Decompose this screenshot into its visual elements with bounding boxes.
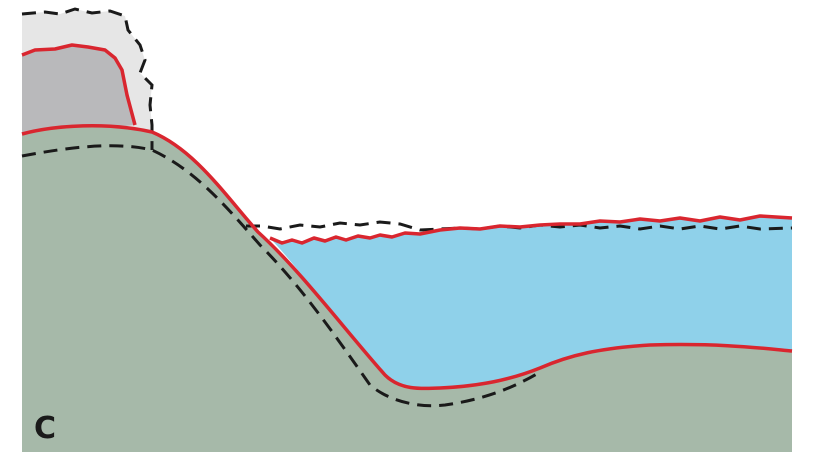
former-land-surface-outline xyxy=(21,144,541,408)
lake-water-fill xyxy=(270,216,792,389)
land-surface-fill xyxy=(22,125,792,452)
former-ice-outline xyxy=(21,7,154,150)
current-ice-outline xyxy=(21,43,137,126)
current-ice-fill xyxy=(22,45,135,134)
panel-label: C xyxy=(34,411,56,446)
current-lake-surface-outline xyxy=(269,214,793,245)
current-land-surface-outline xyxy=(21,124,793,391)
